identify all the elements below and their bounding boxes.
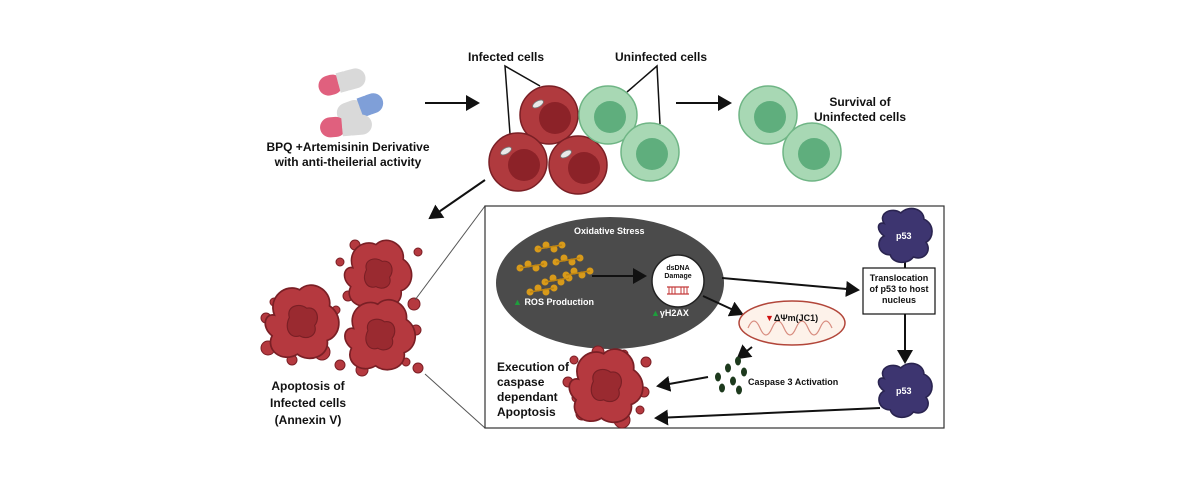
- translocation-box: [862, 267, 936, 315]
- arrow: [428, 179, 486, 220]
- execution-label-line: Apoptosis: [497, 405, 556, 419]
- apoptosis-label-line: Apoptosis of: [271, 379, 345, 393]
- p53-label: p53: [896, 231, 912, 241]
- gamma-h2ax-label: ▲γH2AX: [651, 308, 689, 318]
- apoptosis-label-line: Infected cells: [269, 396, 347, 410]
- uninfected-cells-label: Uninfected cells: [615, 50, 708, 64]
- infected-cell-icon: [519, 85, 579, 145]
- oxidative-stress-label: Oxidative Stress: [574, 226, 645, 236]
- infected-cell-icon: [488, 132, 548, 192]
- ros-production-text: ROS Production: [524, 297, 594, 307]
- dna-icon: [667, 286, 689, 295]
- drug-label-line: with anti-theilerial activity: [274, 155, 422, 169]
- translocation-label-line: of p53 to host: [869, 284, 929, 294]
- caspase-activation-label: Caspase 3 Activation: [748, 377, 839, 387]
- ros-production-label: ▲ ROS Production: [513, 297, 594, 307]
- uninfected-cell-icon: [620, 122, 680, 182]
- capsule-icon: [320, 114, 372, 138]
- mitochondrion-icon: [738, 300, 846, 346]
- apoptotic-cell-icon: [562, 345, 652, 429]
- p53-label: p53: [896, 386, 912, 396]
- survival-label-line: Survival of: [829, 95, 891, 109]
- execution-label-line: Execution of: [497, 360, 570, 374]
- apoptotic-cell-icon: [260, 239, 424, 377]
- uninfected-cell-icon: [738, 85, 798, 145]
- dsdna-label-line: dsDNA: [666, 265, 690, 272]
- survival-label-line: Uninfected cells: [813, 110, 907, 124]
- execution-label: Execution of caspase dependant Apoptosis: [497, 360, 569, 420]
- membrane-potential-text: ΔΨm(JC1): [773, 313, 819, 323]
- execution-label-line: dependant: [497, 390, 558, 404]
- translocation-label-line: nucleus: [881, 295, 916, 305]
- drug-label-line: BPQ +Artemisinin Derivative: [266, 140, 430, 154]
- caspase-icon: [715, 356, 747, 395]
- dsdna-label: dsDNA Damage: [658, 265, 698, 281]
- execution-label-line: caspase: [497, 375, 545, 389]
- capsule-icon: [318, 68, 366, 96]
- infected-cells-label: Infected cells: [468, 50, 545, 64]
- apoptosis-label-line: (Annexin V): [274, 413, 342, 427]
- survival-label: Survival of Uninfected cells: [800, 95, 920, 125]
- translocation-label: Translocation of p53 to host nucleus: [863, 273, 935, 306]
- translocation-label-line: Translocation: [869, 273, 929, 283]
- dsdna-damage-node: [651, 254, 705, 308]
- apoptosis-label: Apoptosis of Infected cells (Annexin V): [258, 378, 358, 429]
- infected-cell-icon: [548, 135, 608, 195]
- gamma-h2ax-text: γH2AX: [659, 308, 689, 318]
- dsdna-label-line: Damage: [664, 273, 692, 280]
- uninfected-cell-icon: [578, 85, 638, 145]
- membrane-potential-label: ▼ΔΨm(JC1): [765, 313, 819, 323]
- drug-label: BPQ +Artemisinin Derivative with anti-th…: [258, 140, 438, 170]
- uninfected-cell-icon: [782, 122, 842, 182]
